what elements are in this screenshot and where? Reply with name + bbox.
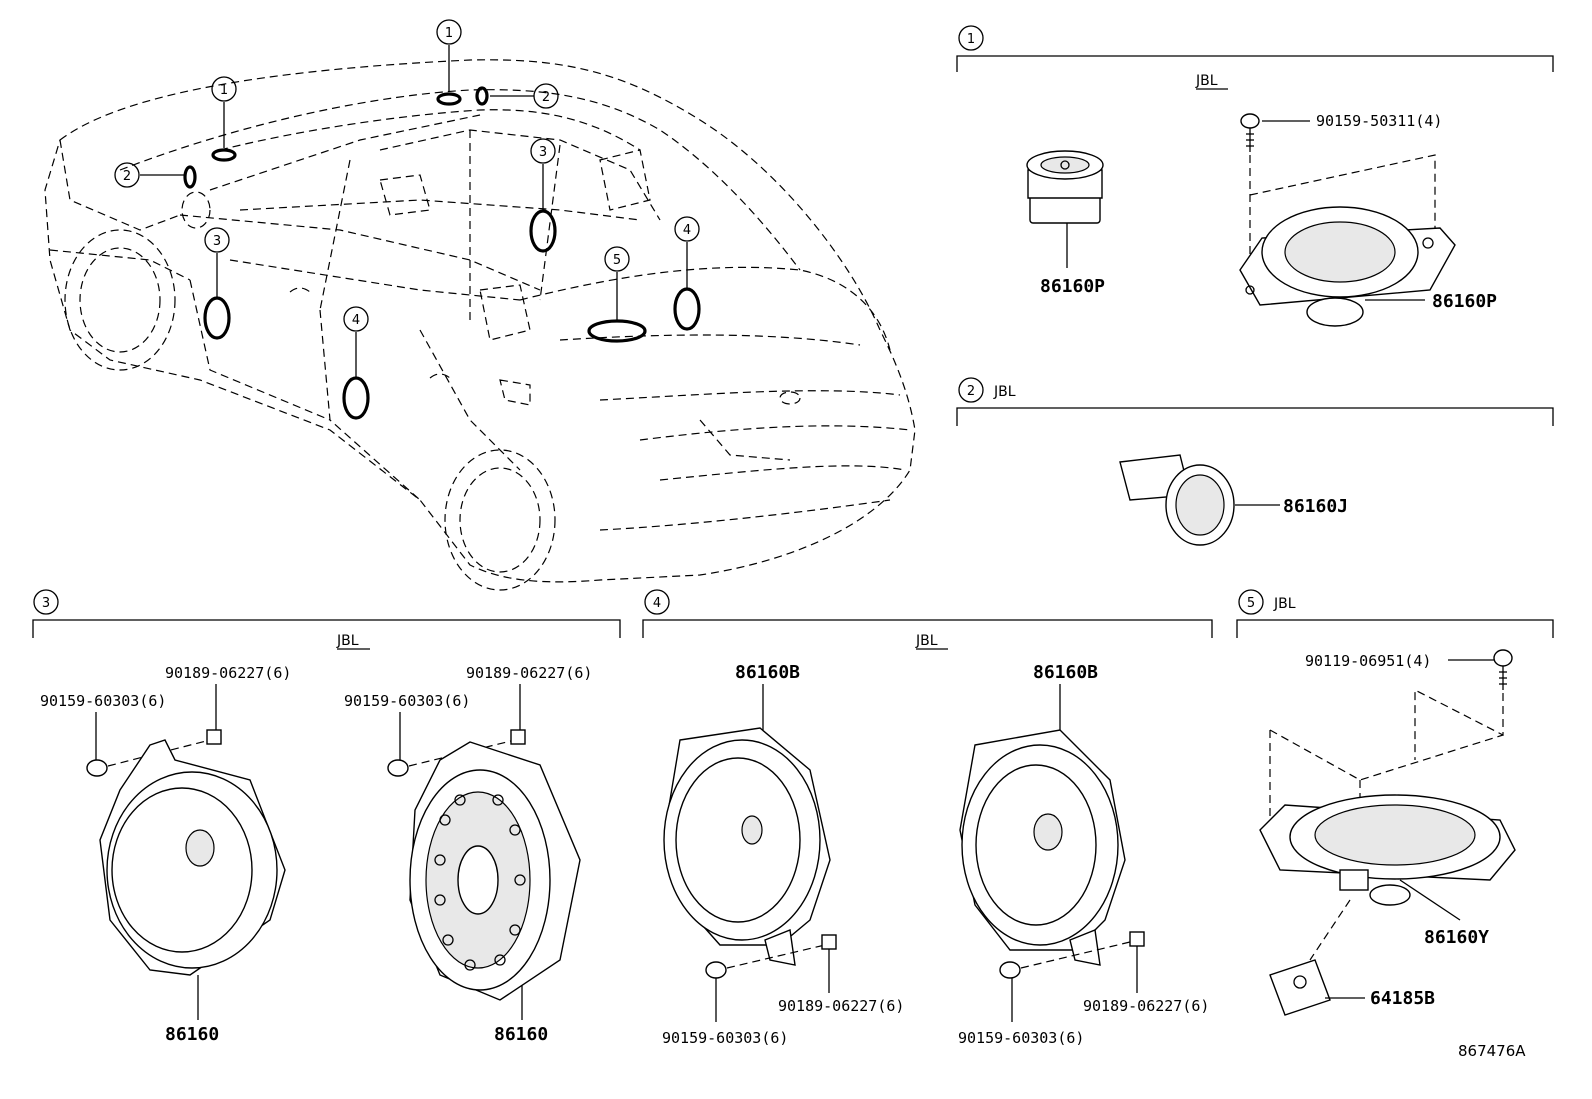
- callout-5: 5: [604, 246, 630, 272]
- group-2-number: 2: [967, 384, 975, 399]
- speaker-5-part: [1259, 794, 1516, 906]
- car-callouts: 1 1 2 2 3 3 4 4 5: [114, 19, 700, 332]
- fastener-4-clip-a: 90189-06227(6): [778, 997, 904, 1015]
- speaker-3a-part: [86, 729, 286, 976]
- callout-1b: 1: [436, 19, 462, 45]
- connector-part: [1269, 959, 1331, 1016]
- svg-text:3: 3: [213, 234, 221, 249]
- callout-4b: 4: [674, 216, 700, 242]
- group-1-brand: JBL: [1195, 73, 1218, 89]
- svg-text:1: 1: [220, 83, 228, 98]
- svg-text:2: 2: [123, 169, 131, 184]
- tweeter-part: [1026, 150, 1104, 224]
- callout-1a: 1: [211, 76, 237, 102]
- group-1: 1 JBL 86160P 90159-50311(4): [956, 25, 1554, 327]
- part-86160-3b: 86160: [494, 1024, 548, 1045]
- group-5-brand: JBL: [1273, 596, 1296, 612]
- svg-text:5: 5: [613, 253, 621, 268]
- group-1-number: 1: [967, 32, 975, 47]
- svg-text:4: 4: [352, 313, 360, 328]
- part-86160Y: 86160Y: [1424, 927, 1489, 948]
- speaker-3b-part: [387, 729, 581, 1001]
- part-86160P-tweeter: 86160P: [1040, 276, 1105, 297]
- speaker-4a-part: [663, 727, 831, 966]
- fastener-4-screw-a: 90159-60303(6): [662, 1029, 788, 1047]
- screw-part: [1240, 113, 1260, 152]
- callout-3a: 3: [204, 227, 230, 253]
- group-3-brand: JBL: [336, 633, 359, 649]
- svg-text:2: 2: [542, 90, 550, 105]
- fastener-3-clip-b: 90189-06227(6): [466, 664, 592, 682]
- group-2-brand: JBL: [993, 384, 1016, 400]
- svg-text:3: 3: [539, 145, 547, 160]
- group-4-number: 4: [653, 596, 661, 611]
- fastener-3-screw-a: 90159-60303(6): [40, 692, 166, 710]
- callout-4a: 4: [343, 306, 369, 332]
- part-86160J: 86160J: [1283, 496, 1348, 517]
- group-3: 3 JBL 90189-06227(6) 90159-60303(6) 9018…: [32, 589, 621, 1045]
- callout-2a: 2: [114, 162, 140, 188]
- mid-speaker-part: [1239, 206, 1456, 327]
- fastener-90159-50311: 90159-50311(4): [1316, 112, 1442, 130]
- part-64185B: 64185B: [1370, 988, 1435, 1009]
- tweeter-2-part: [1119, 454, 1235, 546]
- group-2: 2 JBL 86160J: [956, 377, 1554, 546]
- svg-text:4: 4: [683, 223, 691, 238]
- bolt-part: [1493, 649, 1513, 690]
- callout-2b: 2: [533, 83, 559, 109]
- group-3-number: 3: [42, 596, 50, 611]
- figure-code: 867476A: [1458, 1042, 1526, 1060]
- part-86160-3a: 86160: [165, 1024, 219, 1045]
- part-86160B-a: 86160B: [735, 662, 800, 683]
- fastener-3-clip-a: 90189-06227(6): [165, 664, 291, 682]
- part-86160B-b: 86160B: [1033, 662, 1098, 683]
- fastener-4-screw-b: 90159-60303(6): [958, 1029, 1084, 1047]
- group-4-brand: JBL: [915, 633, 938, 649]
- car-illustration: [44, 45, 916, 591]
- fastener-4-clip-b: 90189-06227(6): [1083, 997, 1209, 1015]
- group-5-number: 5: [1247, 596, 1255, 611]
- group-5: 5 JBL 90119-06951(4) 86160Y: [1236, 589, 1554, 1016]
- callout-3b: 3: [530, 138, 556, 164]
- part-86160P-mid: 86160P: [1432, 291, 1497, 312]
- group-4: 4 JBL 86160B 86160B 90189-06227(6) 90159…: [642, 589, 1213, 1047]
- fastener-3-screw-b: 90159-60303(6): [344, 692, 470, 710]
- fastener-90119-06951: 90119-06951(4): [1305, 652, 1431, 670]
- svg-text:1: 1: [445, 26, 453, 41]
- speaker-4b-part: [959, 729, 1126, 966]
